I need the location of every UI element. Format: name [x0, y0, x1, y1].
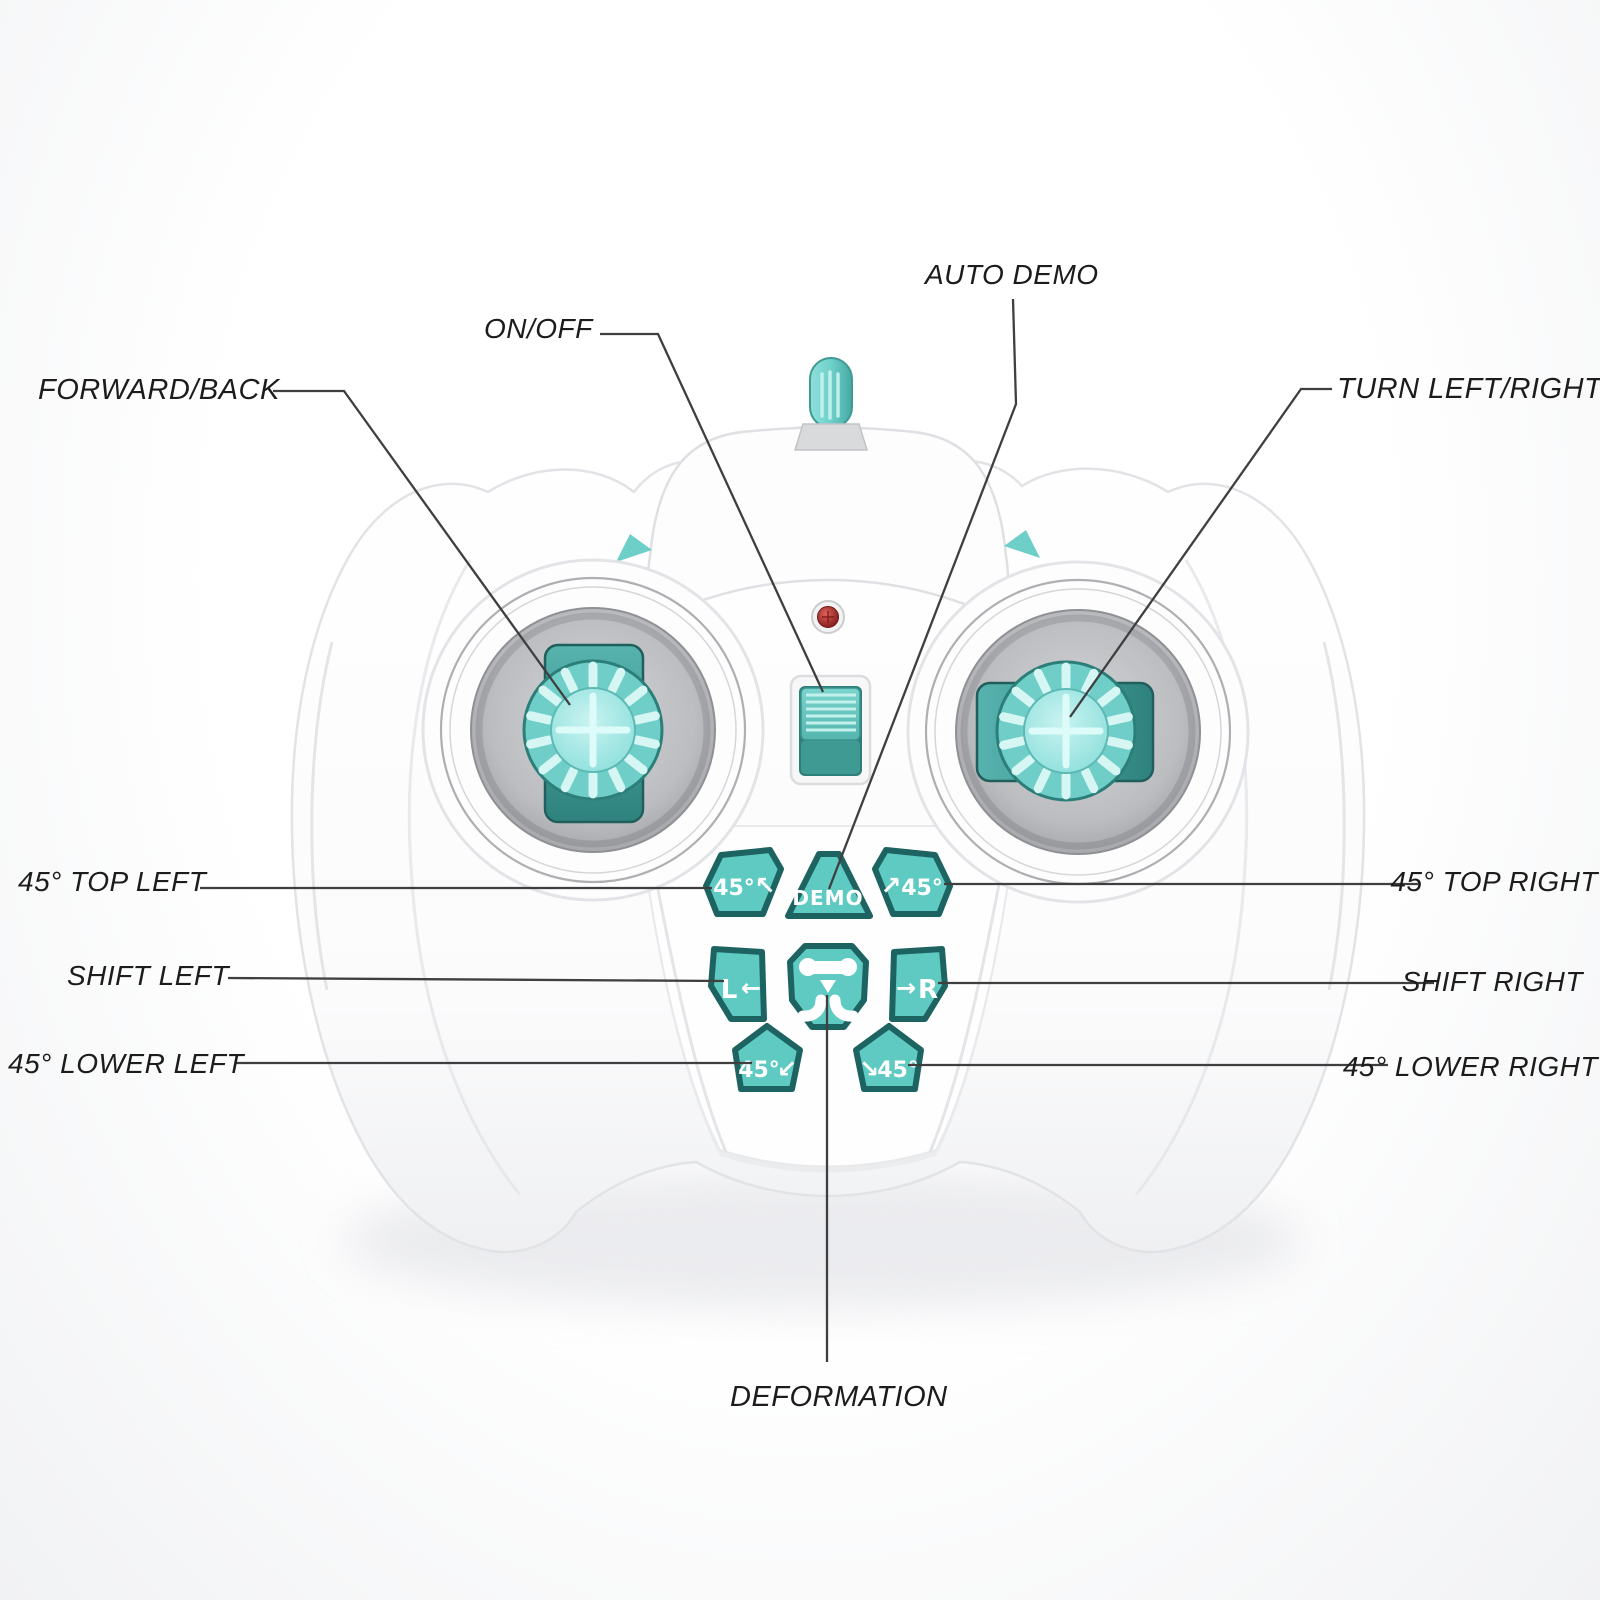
label-45-top-right: 45° TOP RIGHT	[1390, 866, 1598, 897]
button-demo-label: DEMO	[792, 886, 863, 910]
shell-accent-left	[616, 534, 652, 562]
button-shift-left-label: L	[721, 975, 738, 1005]
leader-on-off	[600, 332, 825, 693]
label-45-top-left: 45° TOP LEFT	[18, 866, 207, 897]
right-stick-cross-icon	[1028, 693, 1104, 769]
label-shift-right: SHIFT RIGHT	[1401, 966, 1583, 997]
arrow-right-icon: →	[896, 974, 916, 1002]
deformation-icon	[797, 958, 859, 1022]
right-stick-ribs	[999, 662, 1133, 800]
button-shift-right[interactable]: → R	[889, 946, 948, 1022]
button-45-top-right-label: 45°	[901, 876, 943, 901]
left-stick-ribs	[526, 661, 660, 799]
button-shift-right-label: R	[918, 975, 938, 1005]
arrow-up-left-icon: ↖	[755, 871, 776, 900]
leader-shift-left	[227, 976, 725, 983]
arrow-down-right-icon: ↘	[859, 1055, 879, 1083]
button-45-lower-left-label: 45°	[738, 1058, 780, 1083]
button-shift-left[interactable]: L ←	[708, 946, 767, 1022]
antenna-collar	[793, 423, 869, 451]
shell-accent-right	[1004, 530, 1040, 558]
switch-slider-ridges	[806, 693, 856, 732]
button-45-top-left[interactable]: 45° ↖	[703, 847, 784, 917]
label-deformation: DEFORMATION	[730, 1381, 948, 1413]
left-stick[interactable]	[522, 659, 664, 801]
power-led	[811, 600, 845, 634]
keypad-seam-right	[928, 835, 1010, 1153]
left-grip-edge	[310, 641, 334, 991]
left-stick-cross-icon	[555, 692, 631, 768]
right-stick[interactable]	[995, 660, 1137, 802]
antenna	[809, 357, 853, 429]
keypad-seam-left	[646, 835, 728, 1153]
right-grip-edge	[1322, 641, 1346, 991]
button-45-top-left-label: 45°	[713, 876, 755, 901]
button-demo[interactable]: DEMO	[785, 851, 873, 919]
leader-turn-left-right	[1069, 387, 1332, 718]
arrow-left-icon: ←	[741, 974, 761, 1002]
leader-auto-demo	[827, 298, 1018, 890]
label-on-off: ON/OFF	[484, 313, 593, 344]
label-45-lower-left: 45° LOWER LEFT	[8, 1048, 245, 1079]
left-grip-shade	[407, 559, 522, 1196]
arrow-up-right-icon: ↗	[881, 871, 902, 900]
button-45-lower-left[interactable]: 45° ↙	[732, 1023, 803, 1092]
button-45-lower-right-label: 45°	[877, 1058, 919, 1083]
button-deformation[interactable]	[787, 943, 869, 1030]
on-off-switch[interactable]	[789, 674, 872, 786]
label-45-lower-right: 45° LOWER RIGHT	[1342, 1051, 1598, 1082]
button-45-lower-right[interactable]: ↘ 45°	[853, 1023, 924, 1092]
leader-forward-back	[273, 389, 571, 706]
label-forward-back: FORWARD/BACK	[38, 374, 280, 406]
label-auto-demo: AUTO DEMO	[925, 259, 1099, 290]
top-hump	[646, 426, 1010, 622]
label-shift-left: SHIFT LEFT	[67, 960, 230, 991]
arrow-down-left-icon: ↙	[777, 1055, 797, 1083]
label-turn-left-right: TURN LEFT/RIGHT	[1337, 373, 1600, 405]
button-45-top-right[interactable]: ↗ 45°	[872, 847, 953, 917]
